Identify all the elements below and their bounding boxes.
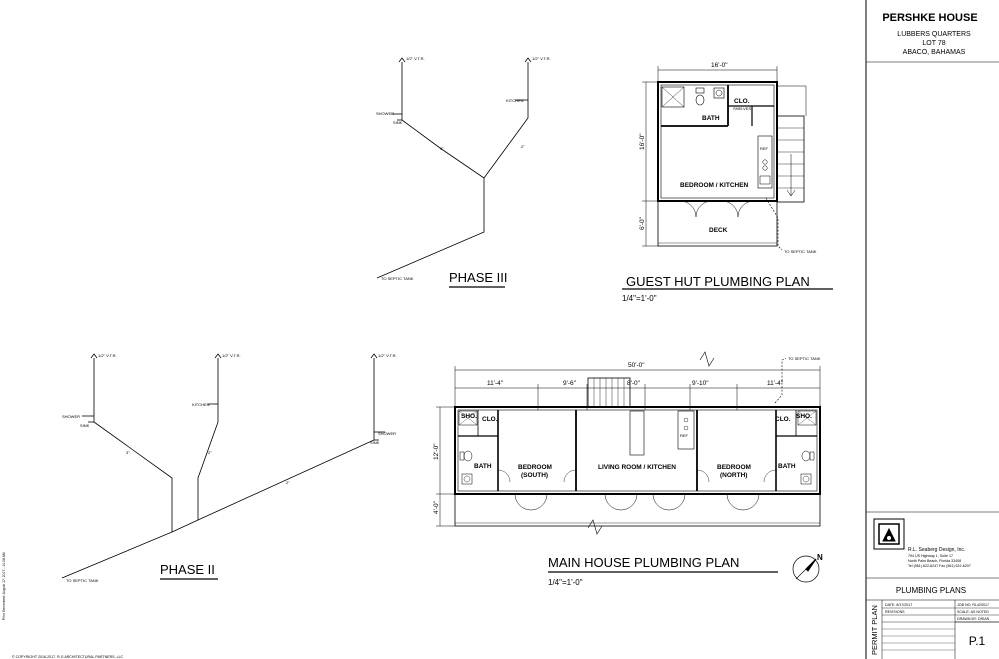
phase3-vtr-right: 1/2" V.T.R. [532, 56, 551, 61]
main-dim-4: 9'-10" [692, 380, 709, 387]
main-house-scale: 1/4"=1'-0" [548, 578, 583, 587]
phase2-shower-left: SHOWER [62, 414, 80, 419]
project-title: PERSHKE HOUSE [882, 12, 977, 24]
main-room-sho-left: SHO. [461, 413, 477, 420]
phase3-title: PHASE III [449, 270, 508, 285]
phase3-sink-label: SINK [393, 120, 403, 125]
firm-line-3: Tel (561) 622-6247 Fax (561) 622-6207 [908, 564, 971, 568]
phase2-shower-right: SHOWER [378, 431, 396, 436]
main-dim-porch: 4'-0" [433, 500, 440, 514]
firm-line-2: North Palm Beach, Florida 33408 [908, 559, 961, 563]
guest-hut-title: GUEST HUT PLUMBING PLAN [626, 274, 810, 289]
copyright-note: © COPYRIGHT 2016-2017, R.G ARCHITECTURAL… [12, 655, 124, 659]
phase3-septic-label: TO SEPTIC TANK [381, 276, 414, 281]
main-room-bed-north-2: (NORTH) [720, 472, 747, 479]
phase2-septic-label: TO SEPTIC TANK [66, 578, 99, 583]
phase2-vtr-2: 1/2" V.T.R. [222, 353, 241, 358]
tb-job-no: JOB NO: RL420017 [957, 603, 989, 607]
main-room-bath-right: BATH [778, 463, 796, 470]
tb-scale: SCALE: AS NOTED [957, 610, 989, 614]
phase2-kitchen-label: KITCHEN [192, 402, 210, 407]
permit-stamp: PERMIT PLAN [870, 605, 879, 655]
phase3-riser-diagram [376, 57, 532, 279]
main-septic-label: TO SEPTIC TANK [788, 356, 821, 361]
main-dim-5: 11'-4" [767, 380, 784, 387]
phase2-riser-diagram [61, 353, 385, 579]
tb-revisions: REVISIONS [885, 610, 905, 614]
firm-name: R.L. Seaberg Design, Inc. [908, 547, 965, 553]
firm-line-1: 794 US Highway 1, Suite 17 [908, 554, 953, 558]
phase2-title: PHASE II [160, 562, 215, 577]
guest-hut-plan [642, 66, 807, 251]
guest-dim-deck: 6'-0" [639, 216, 646, 230]
guest-room-closet: CLO. [734, 98, 750, 105]
phase2-vtr-3: 1/2" V.T.R. [378, 353, 397, 358]
north-label: N [817, 553, 823, 562]
phase2-vtr-1: 1/2" V.T.R. [98, 353, 117, 358]
main-room-bed-south-2: (SOUTH) [521, 472, 548, 479]
phase2-sink-right: SINK [370, 440, 380, 445]
main-room-bath-left: BATH [474, 463, 492, 470]
phase2-sink-left: SINK [80, 423, 90, 428]
print-side-note: Print Generated: August 17, 2017 - 10:28… [2, 552, 6, 620]
main-appliance: REF [680, 433, 689, 438]
north-arrow-icon [792, 555, 820, 583]
tb-date: DATE: 8/17/2017 [885, 603, 912, 607]
main-house-plan [436, 351, 821, 535]
guest-appliance: REF [760, 146, 769, 151]
main-dim-house: 12'-0" [433, 443, 440, 460]
main-dim-3: 8'-0" [627, 380, 641, 387]
guest-room-shelves: SHELVES [733, 106, 751, 111]
guest-room-bath: BATH [702, 115, 720, 122]
main-room-clo-right: CLO. [775, 416, 791, 423]
tb-drawn-by: DRAWN BY: DRIAN [957, 617, 990, 621]
firm-logo-icon [873, 518, 905, 550]
guest-septic-label: TO SEPTIC TANK [784, 249, 817, 254]
main-room-sho-right: SHO. [796, 413, 812, 420]
main-room-bed-north-1: BEDROOM [717, 464, 751, 471]
main-dim-2: 9'-6" [563, 380, 577, 387]
title-block [865, 0, 999, 659]
guest-hut-scale: 1/4"=1'-0" [622, 294, 657, 303]
phase2-pipe-2in-a: 2" [208, 450, 212, 455]
phase2-pipe-3in: 3" [126, 450, 130, 455]
phase3-pipe-3in: 3" [440, 146, 444, 151]
address-line-1: LUBBERS QUARTERS [897, 31, 971, 38]
main-dim-1: 11'-4" [487, 380, 504, 387]
sheet-number: P.1 [969, 634, 986, 648]
main-dim-total: 50'-0" [628, 362, 645, 369]
main-room-bed-south-1: BEDROOM [518, 464, 552, 471]
address-line-3: ABACO, BAHAMAS [903, 49, 966, 56]
guest-room-deck: DECK [709, 227, 728, 234]
phase3-shower-label: SHOWER [376, 111, 394, 116]
guest-room-bedroom: BEDROOM / KITCHEN [680, 182, 749, 189]
phase3-kitchen-label: KITCHEN [506, 98, 524, 103]
sheet-title: PLUMBING PLANS [896, 586, 966, 595]
guest-dim-width: 16'-0" [711, 62, 728, 69]
phase2-pipe-2in-b: 2" [286, 480, 290, 485]
main-room-living: LIVING ROOM / KITCHEN [598, 464, 676, 471]
guest-dim-depth: 16'-0" [639, 133, 646, 150]
main-house-title: MAIN HOUSE PLUMBING PLAN [548, 555, 739, 570]
phase3-pipe-2in: 2" [521, 144, 525, 149]
address-line-2: LOT 78 [922, 40, 945, 47]
main-room-clo-left: CLO. [482, 416, 498, 423]
phase3-vtr-left: 1/2" V.T.R. [406, 56, 425, 61]
